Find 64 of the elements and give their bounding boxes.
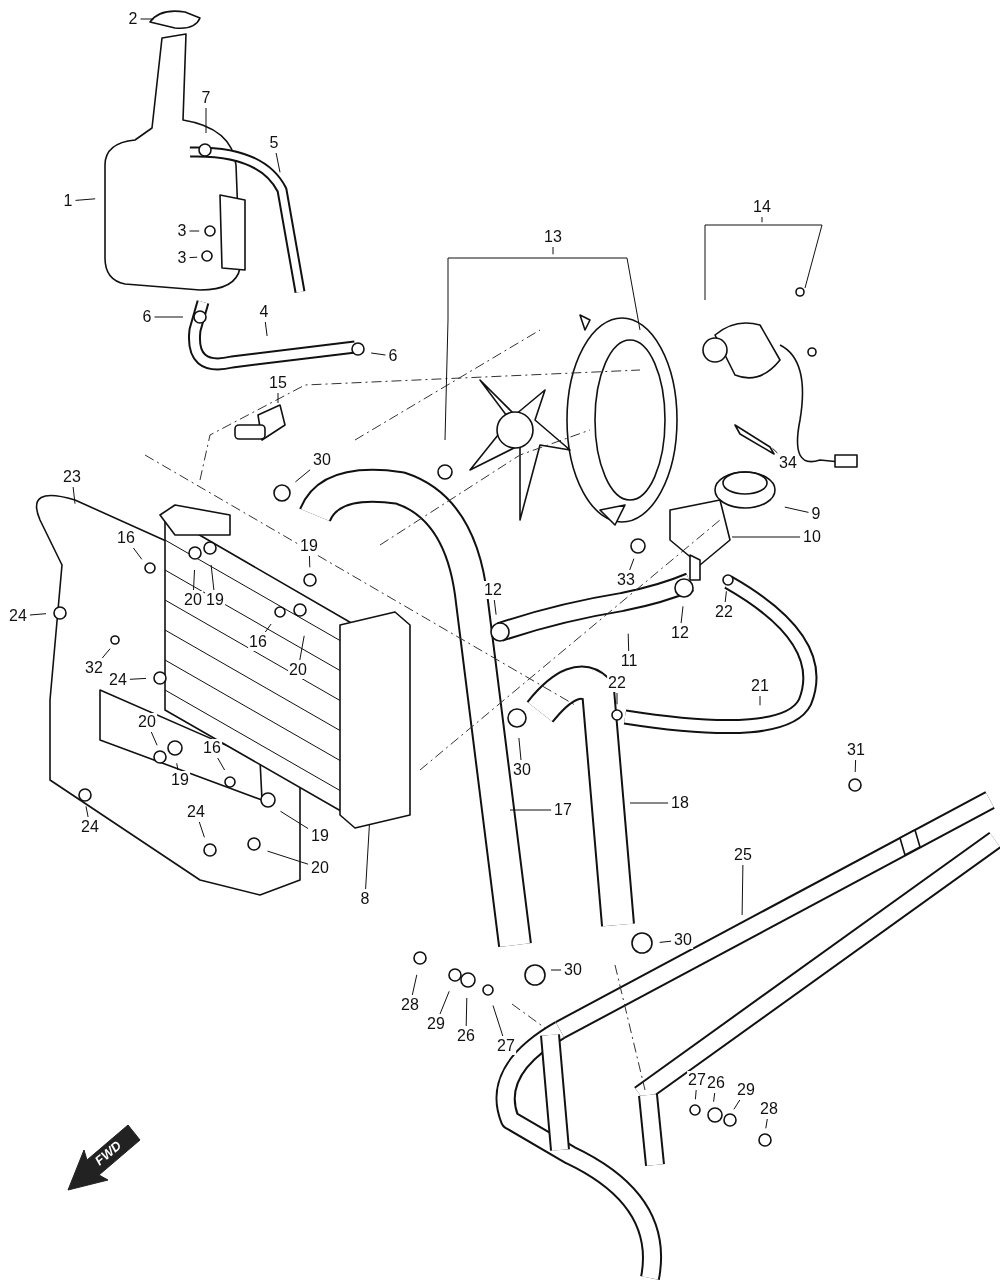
- leader-line: [275, 152, 281, 173]
- leader-line: [193, 569, 195, 591]
- leader-line: [189, 256, 198, 259]
- leader-line: [713, 1092, 716, 1103]
- leader-line: [189, 230, 200, 232]
- leader-line: [132, 547, 143, 560]
- callout-number: 22: [607, 674, 627, 692]
- leader-line: [509, 809, 552, 811]
- leader-line: [217, 757, 226, 771]
- leader-line: [854, 759, 857, 773]
- leader-line: [101, 648, 111, 659]
- leader-line: [724, 590, 727, 603]
- leader-line: [761, 216, 763, 223]
- callout-number: 27: [496, 1037, 516, 1055]
- leader-line: [680, 605, 684, 624]
- callout-number: 19: [299, 537, 319, 555]
- leader-line: [733, 1099, 741, 1110]
- callout-number: 30: [673, 931, 693, 949]
- leader-line: [129, 677, 147, 680]
- leader-line: [370, 352, 386, 356]
- leader-line: [731, 536, 801, 538]
- leader-line: [627, 633, 630, 652]
- leader-line: [629, 802, 669, 804]
- leader-line: [439, 990, 450, 1015]
- leader-line: [198, 821, 205, 838]
- leader-line: [550, 969, 562, 971]
- callout-number: 33: [616, 571, 636, 589]
- leader-line: [772, 447, 778, 454]
- leader-line: [629, 558, 635, 571]
- leader-line: [741, 864, 744, 916]
- leader-line: [365, 824, 370, 890]
- leader-line: [75, 198, 96, 201]
- leader-line: [411, 974, 418, 996]
- leader-line: [205, 107, 207, 134]
- leader-line: [659, 940, 672, 943]
- leader-line: [72, 486, 76, 505]
- leader-line: [492, 1005, 504, 1037]
- callout-number: 20: [288, 661, 308, 679]
- leader-line: [267, 850, 309, 865]
- leader-line: [765, 1118, 768, 1129]
- leader-line: [264, 623, 272, 633]
- leader-line: [465, 997, 468, 1027]
- leader-line: [140, 18, 154, 20]
- leader-line: [552, 246, 554, 255]
- leader-line: [85, 805, 89, 818]
- callout-number: 12: [483, 581, 503, 599]
- leader-line: [493, 599, 497, 616]
- leader-line: [264, 321, 268, 337]
- leader-line: [210, 564, 215, 591]
- leader-line: [759, 695, 761, 706]
- leader-line: [616, 692, 618, 705]
- leader-line: [518, 737, 522, 761]
- leader-line: [277, 392, 279, 404]
- leader-line: [280, 810, 309, 830]
- leader-line: [299, 635, 305, 661]
- leader-line: [176, 762, 179, 771]
- leader-line: [29, 613, 47, 616]
- leader-line: [784, 506, 809, 513]
- leader-line: [294, 469, 311, 483]
- leader-line: [308, 555, 311, 568]
- leader-line: [150, 731, 158, 746]
- callout-number: 16: [248, 633, 268, 651]
- leader-line: [154, 316, 184, 318]
- leader-line: [694, 1089, 697, 1100]
